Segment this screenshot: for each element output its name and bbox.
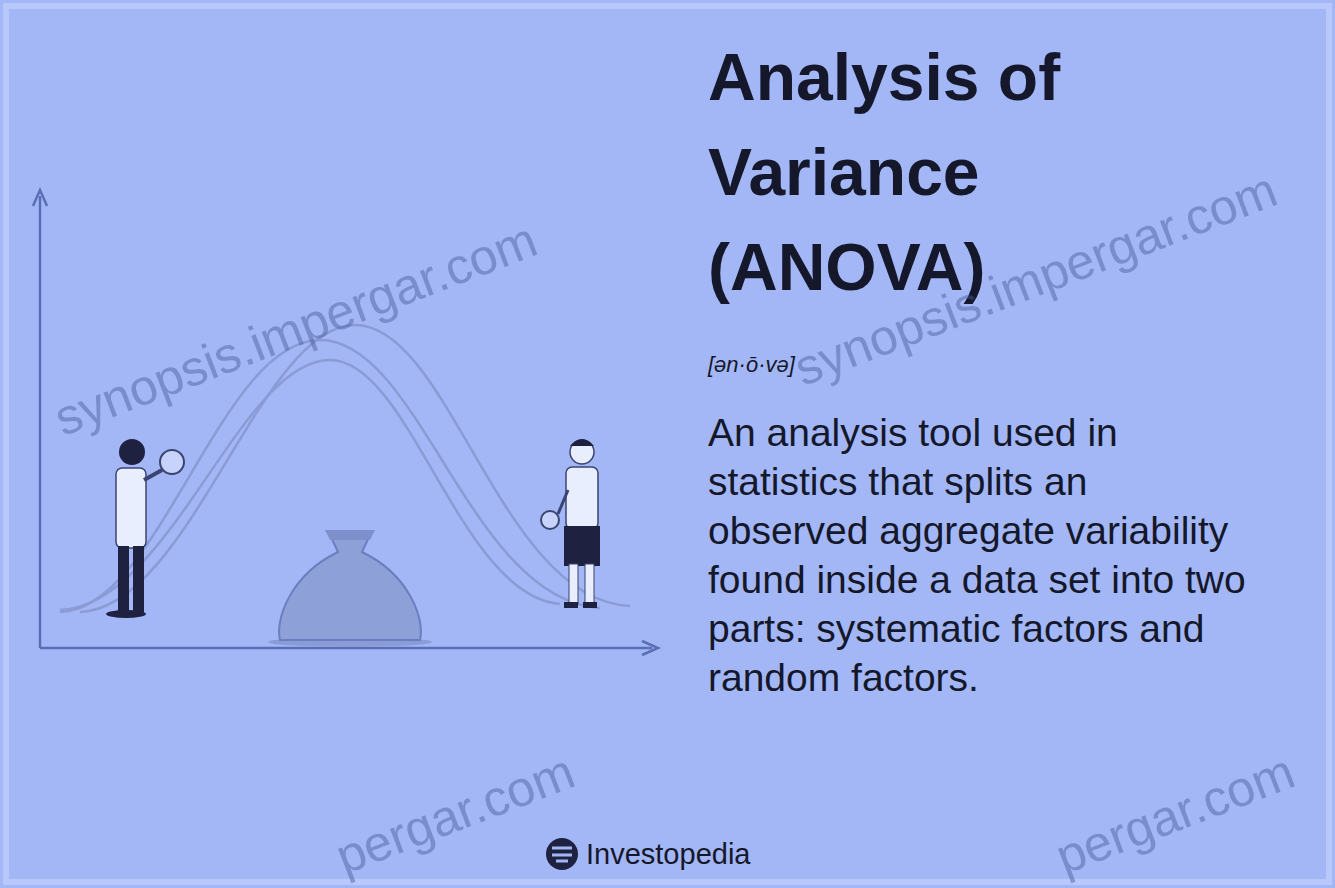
title: Analysis of Variance (ANOVA) bbox=[708, 30, 1158, 315]
definition: An analysis tool used in statistics that… bbox=[708, 408, 1253, 702]
axes bbox=[33, 190, 658, 655]
watermark: synopsis.impergar.com bbox=[47, 210, 545, 447]
person-left bbox=[106, 439, 184, 618]
watermark: pergar.com bbox=[328, 742, 582, 886]
frame bbox=[6, 6, 1329, 882]
brand-logo: Investopedia bbox=[586, 836, 826, 872]
watermark: pergar.com bbox=[1048, 742, 1302, 886]
money-bag bbox=[268, 530, 432, 647]
logo-icon bbox=[546, 838, 578, 870]
pronunciation: [ən·ō·və] bbox=[708, 350, 1008, 380]
person-right bbox=[541, 439, 600, 608]
